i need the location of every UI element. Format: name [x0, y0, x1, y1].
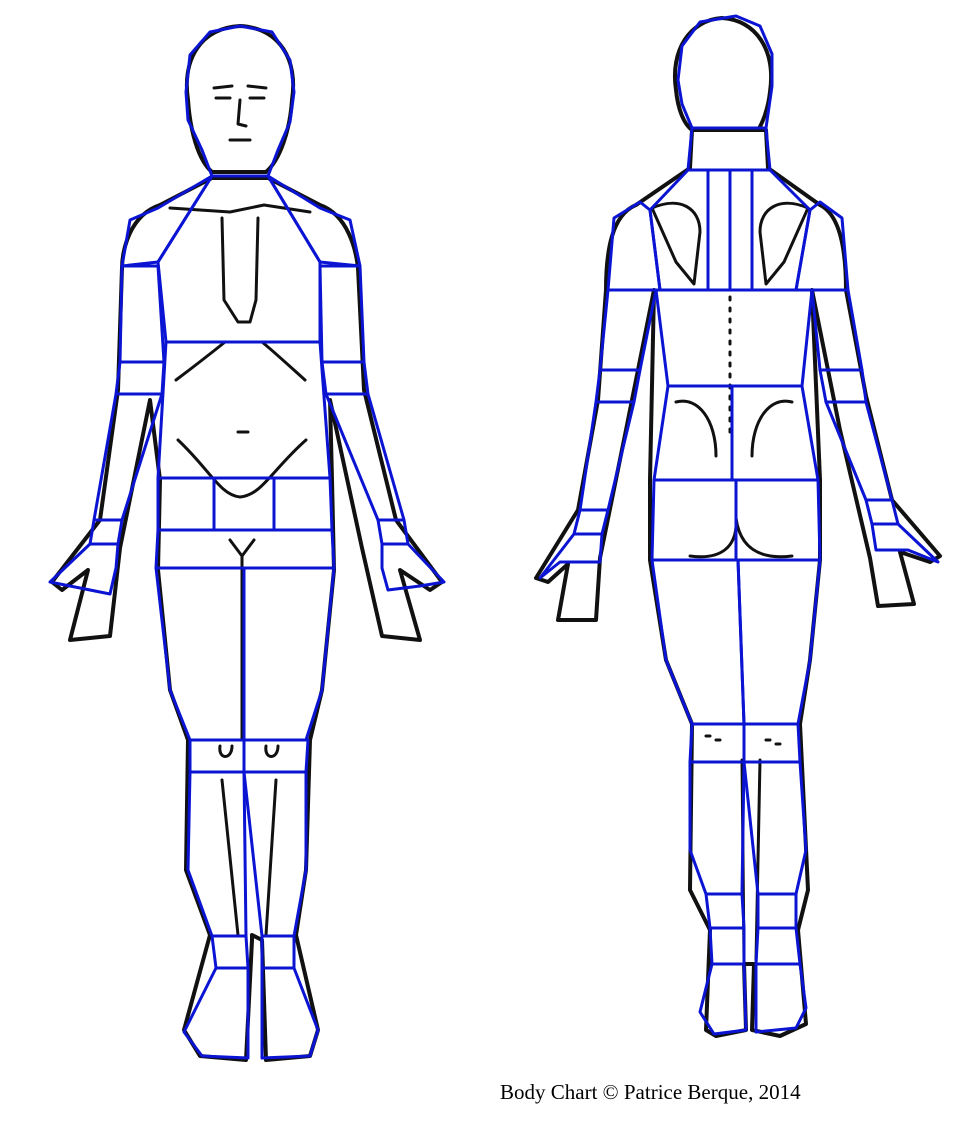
front-left-hand-region[interactable] [380, 542, 446, 592]
back-right-shoulder-region[interactable] [794, 200, 850, 292]
back-right-hand-region[interactable] [870, 522, 940, 564]
front-right-ankle-region[interactable] [210, 934, 250, 970]
back-right-scapula [758, 201, 810, 286]
front-abdomen-line [176, 438, 308, 499]
back-mid-back-region[interactable] [654, 288, 814, 388]
front-groin-region[interactable] [212, 476, 276, 532]
back-left-buttock-region[interactable] [650, 478, 738, 562]
back-head-region[interactable] [676, 14, 774, 130]
back-left-heel-region[interactable] [708, 926, 746, 966]
front-shin-lines [220, 778, 278, 937]
back-regions [538, 14, 940, 1036]
back-upper-spine-right-region[interactable] [728, 168, 754, 292]
front-left-ankle-region[interactable] [260, 934, 296, 970]
back-right-foot-region[interactable] [754, 962, 808, 1034]
front-head-region[interactable] [184, 24, 296, 178]
back-left-upper-arm-region[interactable] [598, 288, 658, 372]
front-left-foot-region[interactable] [260, 966, 320, 1060]
back-right-knee-region[interactable] [742, 722, 802, 764]
front-face-nose [236, 98, 248, 128]
front-left-lower-leg-region[interactable] [242, 770, 308, 938]
front-pubic-line [228, 538, 256, 742]
back-left-forearm-region[interactable] [578, 400, 636, 512]
back-left-shoulder-region[interactable] [606, 200, 662, 292]
front-right-knee-region[interactable] [188, 738, 246, 774]
back-right-ankle-region[interactable] [756, 892, 798, 930]
front-regions [48, 24, 446, 1060]
front-left-shoulder-region[interactable] [266, 174, 362, 268]
front-right-lower-leg-region[interactable] [186, 770, 248, 938]
front-right-upper-arm-region[interactable] [118, 264, 166, 364]
front-ribcage-line [174, 340, 307, 382]
front-knee-marks [218, 744, 280, 758]
front-left-hip-region[interactable] [272, 476, 334, 532]
front-sternum-line [220, 216, 260, 324]
back-right-calf-region[interactable] [742, 760, 808, 896]
back-left-thigh-region[interactable] [650, 558, 746, 726]
back-right-wrist-region[interactable] [864, 498, 900, 526]
back-right-elbow-region[interactable] [818, 368, 868, 404]
front-right-shoulder-region[interactable] [120, 174, 214, 268]
front-pelvis-region[interactable] [154, 528, 336, 570]
back-right-buttock-region[interactable] [734, 478, 822, 562]
back-knee-marks [704, 734, 782, 746]
back-neck-region[interactable] [686, 126, 772, 172]
back-right-heel-region[interactable] [754, 926, 802, 966]
back-upper-spine-left-region[interactable] [706, 168, 732, 292]
back-buttocks-line [688, 516, 794, 559]
front-right-wrist-region[interactable] [88, 518, 124, 546]
back-lumbar-right [750, 399, 794, 458]
back-lower-left-back-region[interactable] [652, 384, 734, 482]
front-chest-region[interactable] [156, 174, 322, 344]
copyright-text: Body Chart © Patrice Berque, 2014 [500, 1080, 801, 1104]
front-right-hip-region[interactable] [156, 476, 216, 532]
back-left-knee-region[interactable] [688, 722, 746, 764]
front-right-foot-region[interactable] [182, 966, 250, 1060]
front-abdomen-region[interactable] [156, 340, 332, 480]
back-lower-right-back-region[interactable] [730, 384, 820, 482]
front-right-hand-region[interactable] [48, 542, 120, 596]
front-face-brows [212, 84, 268, 90]
back-left-hand-region[interactable] [538, 532, 604, 580]
back-lumbar-left [674, 399, 718, 458]
back-left-ankle-region[interactable] [704, 892, 746, 930]
back-left-calf-region[interactable] [688, 760, 746, 896]
front-right-thigh-region[interactable] [154, 566, 246, 742]
back-left-wrist-region[interactable] [572, 508, 610, 536]
back-view [534, 14, 942, 1038]
front-left-thigh-region[interactable] [242, 566, 336, 742]
front-view [48, 24, 446, 1062]
front-right-elbow-region[interactable] [114, 360, 166, 396]
front-left-knee-region[interactable] [242, 738, 310, 774]
back-left-scapula [650, 201, 702, 286]
back-left-foot-region[interactable] [698, 962, 748, 1036]
back-right-thigh-region[interactable] [736, 558, 822, 726]
